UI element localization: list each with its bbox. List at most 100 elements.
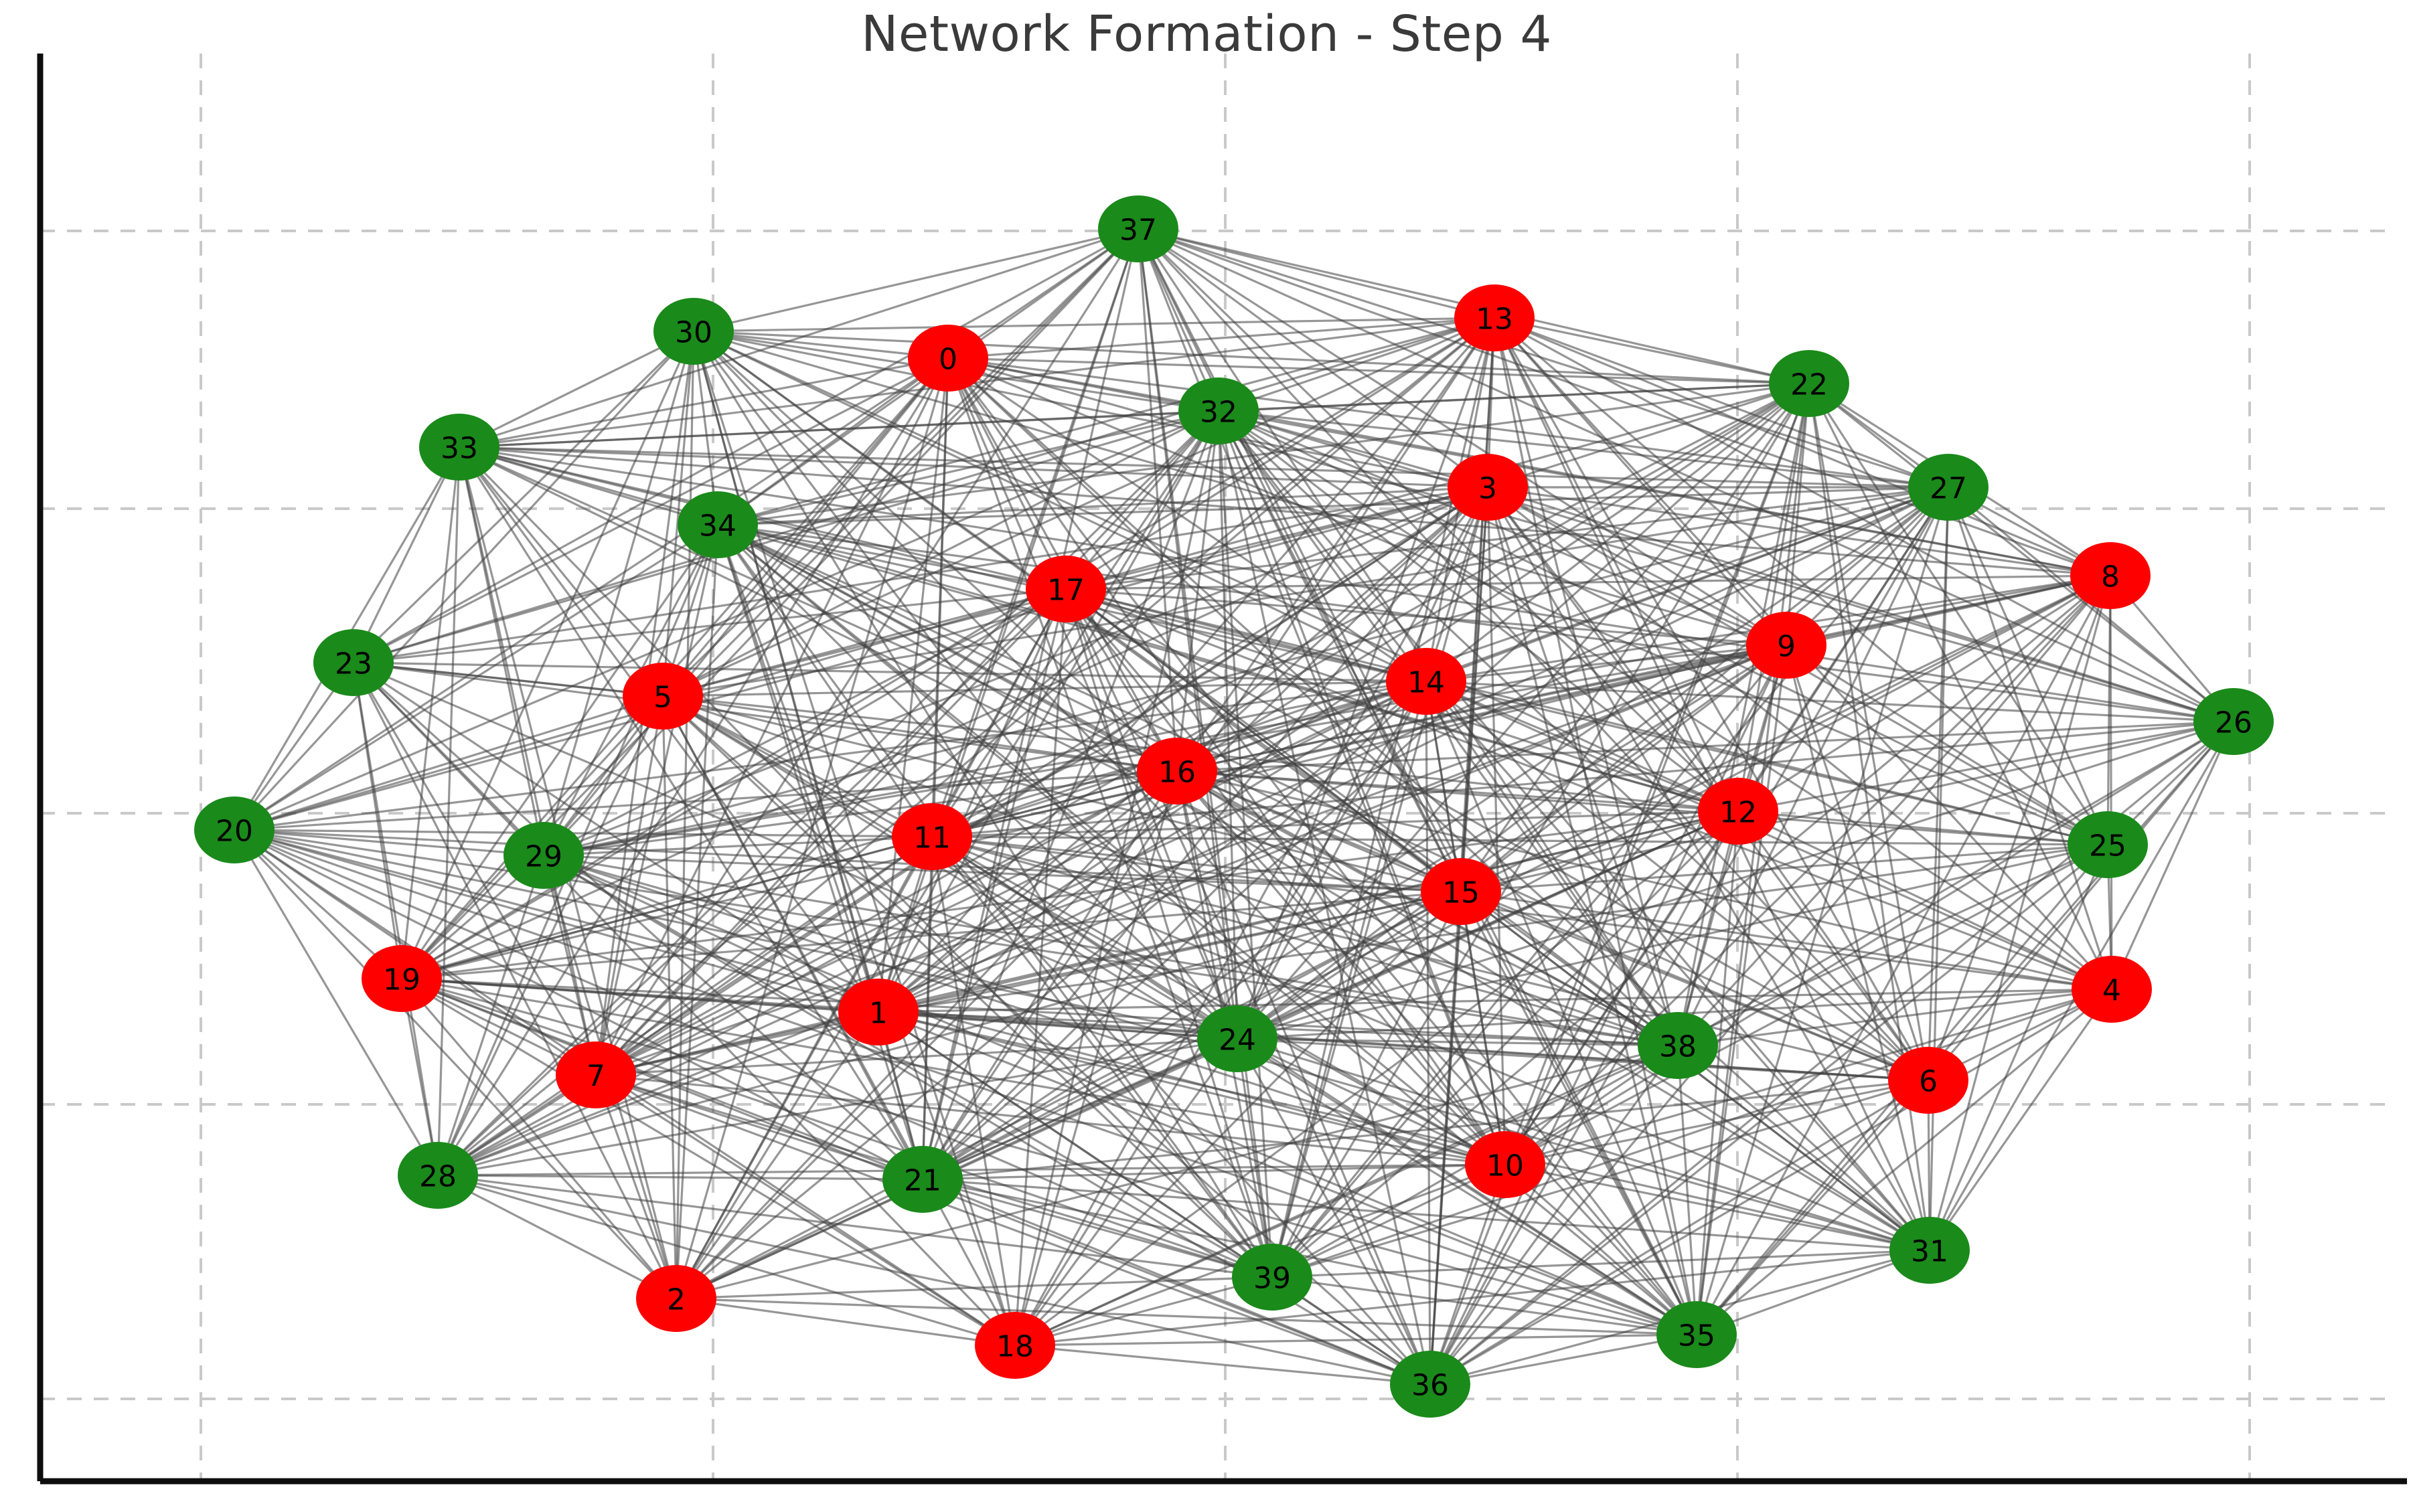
node-shape[interactable]: [1232, 1244, 1312, 1311]
network-edge: [921, 588, 1067, 1180]
network-node-5[interactable]: 5: [623, 663, 703, 730]
network-node-25[interactable]: 25: [2068, 811, 2148, 878]
node-shape[interactable]: [1465, 1131, 1545, 1198]
network-node-10[interactable]: 10: [1465, 1131, 1545, 1198]
network-edge: [1808, 382, 2234, 723]
node-shape[interactable]: [1698, 778, 1778, 845]
network-node-23[interactable]: 23: [313, 629, 394, 696]
network-edge: [675, 524, 719, 1299]
network-edge: [352, 330, 695, 664]
node-shape[interactable]: [1390, 1351, 1470, 1418]
node-shape[interactable]: [1178, 377, 1259, 444]
network-node-13[interactable]: 13: [1454, 284, 1535, 351]
network-node-20[interactable]: 20: [194, 796, 275, 863]
network-node-30[interactable]: 30: [653, 298, 734, 365]
network-node-1[interactable]: 1: [838, 979, 919, 1045]
network-node-2[interactable]: 2: [636, 1265, 716, 1332]
node-shape[interactable]: [838, 979, 919, 1045]
node-shape[interactable]: [908, 325, 988, 392]
network-node-37[interactable]: 37: [1098, 195, 1178, 262]
network-node-14[interactable]: 14: [1386, 648, 1466, 715]
node-shape[interactable]: [1908, 454, 1989, 521]
network-edge: [234, 829, 923, 1181]
node-shape[interactable]: [362, 945, 442, 1012]
network-node-24[interactable]: 24: [1197, 1005, 1277, 1072]
network-node-36[interactable]: 36: [1390, 1351, 1470, 1418]
network-node-9[interactable]: 9: [1746, 612, 1826, 679]
node-shape[interactable]: [1448, 454, 1528, 521]
network-node-33[interactable]: 33: [419, 414, 499, 481]
network-node-28[interactable]: 28: [398, 1142, 478, 1209]
network-node-35[interactable]: 35: [1656, 1301, 1737, 1368]
node-shape[interactable]: [1137, 738, 1217, 805]
network-edge: [1065, 588, 1930, 1252]
node-shape[interactable]: [2068, 811, 2148, 878]
network-node-27[interactable]: 27: [1908, 454, 1989, 521]
node-shape[interactable]: [1746, 612, 1826, 679]
network-edge: [234, 829, 1462, 893]
node-shape[interactable]: [2072, 956, 2152, 1023]
node-shape[interactable]: [882, 1146, 963, 1213]
node-shape[interactable]: [1889, 1217, 1970, 1284]
network-edge: [1677, 1044, 1931, 1252]
node-shape[interactable]: [398, 1142, 478, 1209]
node-shape[interactable]: [194, 796, 275, 863]
network-node-32[interactable]: 32: [1178, 377, 1259, 444]
network-node-21[interactable]: 21: [882, 1146, 963, 1213]
network-node-29[interactable]: 29: [503, 822, 584, 889]
node-shape[interactable]: [2070, 542, 2151, 609]
node-shape[interactable]: [1454, 284, 1535, 351]
network-edge: [1695, 1079, 1930, 1336]
network-node-8[interactable]: 8: [2070, 542, 2151, 609]
node-shape[interactable]: [313, 629, 394, 696]
network-node-22[interactable]: 22: [1769, 350, 1849, 417]
node-shape[interactable]: [1638, 1012, 1718, 1079]
network-edge: [1137, 228, 1679, 1046]
network-node-38[interactable]: 38: [1638, 1012, 1718, 1079]
network-node-34[interactable]: 34: [678, 491, 758, 558]
node-shape[interactable]: [892, 803, 972, 870]
node-shape[interactable]: [1888, 1047, 1968, 1114]
network-edge: [1695, 811, 1739, 1335]
network-node-4[interactable]: 4: [2072, 956, 2152, 1023]
node-shape[interactable]: [678, 491, 758, 558]
node-shape[interactable]: [1386, 648, 1466, 715]
node-shape[interactable]: [1421, 858, 1501, 925]
node-shape[interactable]: [636, 1265, 716, 1332]
network-edge: [1218, 410, 2111, 577]
network-node-6[interactable]: 6: [1888, 1047, 1968, 1114]
node-shape[interactable]: [556, 1041, 636, 1108]
node-shape[interactable]: [975, 1312, 1055, 1379]
network-node-0[interactable]: 0: [908, 325, 988, 392]
network-node-31[interactable]: 31: [1889, 1217, 1970, 1284]
network-edge: [693, 317, 1495, 333]
network-node-15[interactable]: 15: [1421, 858, 1501, 925]
node-shape[interactable]: [1656, 1301, 1737, 1368]
node-shape[interactable]: [419, 414, 499, 481]
network-node-16[interactable]: 16: [1137, 738, 1217, 805]
node-shape[interactable]: [1026, 556, 1106, 622]
network-node-26[interactable]: 26: [2193, 688, 2274, 755]
network-node-3[interactable]: 3: [1448, 454, 1528, 521]
node-shape[interactable]: [653, 298, 734, 365]
network-node-19[interactable]: 19: [362, 945, 442, 1012]
node-shape[interactable]: [2193, 688, 2274, 755]
network-node-12[interactable]: 12: [1698, 778, 1778, 845]
network-node-39[interactable]: 39: [1232, 1244, 1312, 1311]
network-edge: [1014, 487, 1489, 1346]
network-node-17[interactable]: 17: [1026, 556, 1106, 622]
node-shape[interactable]: [1769, 350, 1849, 417]
network-edge: [595, 357, 949, 1076]
node-shape[interactable]: [1197, 1005, 1277, 1072]
network-edge: [1271, 810, 1739, 1278]
network-edge: [1217, 410, 1239, 1039]
node-shape[interactable]: [503, 822, 584, 889]
network-node-18[interactable]: 18: [975, 1312, 1055, 1379]
network-edge: [717, 523, 1462, 893]
network-edge: [1425, 644, 1787, 683]
network-node-7[interactable]: 7: [556, 1041, 636, 1108]
node-shape[interactable]: [1098, 195, 1178, 262]
node-shape[interactable]: [623, 663, 703, 730]
network-node-11[interactable]: 11: [892, 803, 972, 870]
